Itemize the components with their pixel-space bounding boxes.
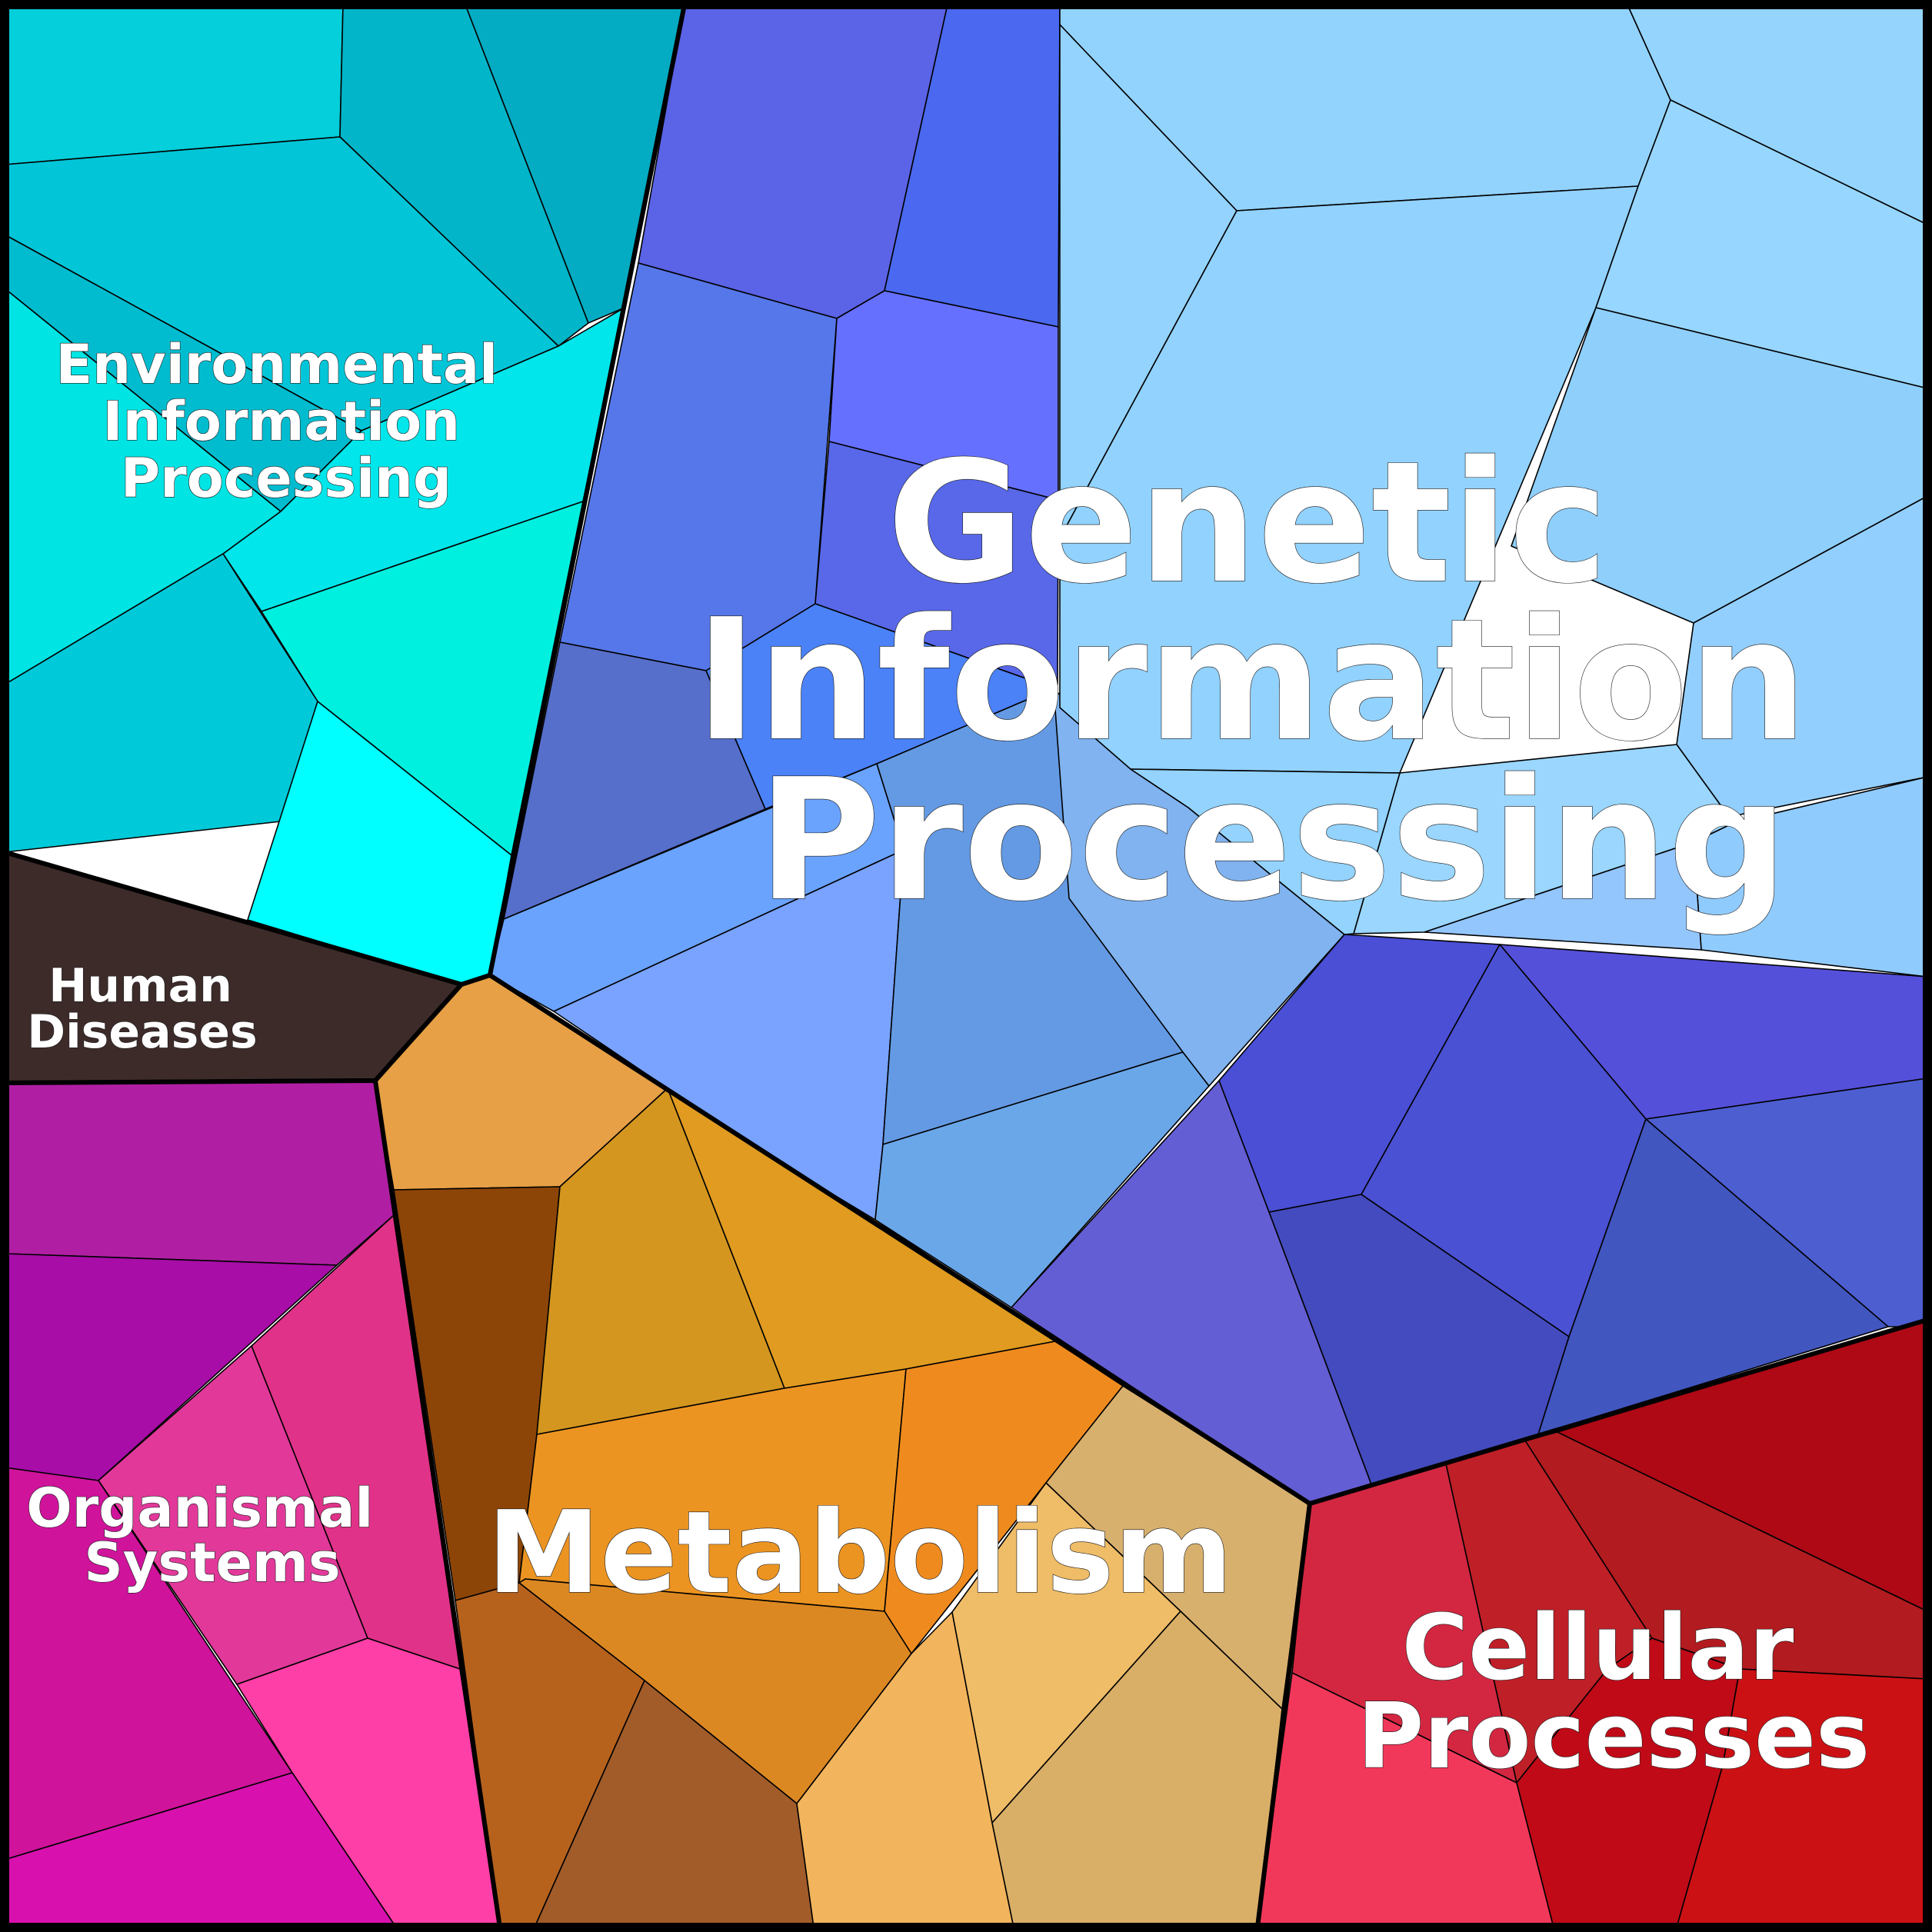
label-metabolism: Metabolism <box>487 1487 1233 1619</box>
gen-light-10 <box>1424 841 1702 951</box>
region-cellular-processes <box>1255 1317 1930 1930</box>
gen-light-7 <box>1676 495 1928 818</box>
region-organismal-systems <box>2 1078 502 1930</box>
label-environmental-information-processing: Environmental Information Processing <box>55 333 516 510</box>
region-metabolism <box>373 973 1312 1930</box>
gen-light-9 <box>1693 776 1928 978</box>
gen-light-11 <box>1130 768 1401 935</box>
label-genetic-information-processing: Genetic Information Processing <box>695 426 1867 938</box>
label-cellular-processes: Cellular Processes <box>1357 1594 1870 1789</box>
label-organismal-systems: Organismal Systems <box>26 1477 391 1594</box>
region-genetic-information-processing <box>488 2 1930 1506</box>
label-human-diseases: Human Diseases <box>27 959 257 1059</box>
gen-cell-4 <box>828 290 1059 501</box>
gen-cell-11 <box>874 1051 1210 1308</box>
gen-cell-7 <box>503 641 766 920</box>
org-cell-1 <box>4 1080 395 1266</box>
gen-cell-5 <box>814 441 1059 689</box>
